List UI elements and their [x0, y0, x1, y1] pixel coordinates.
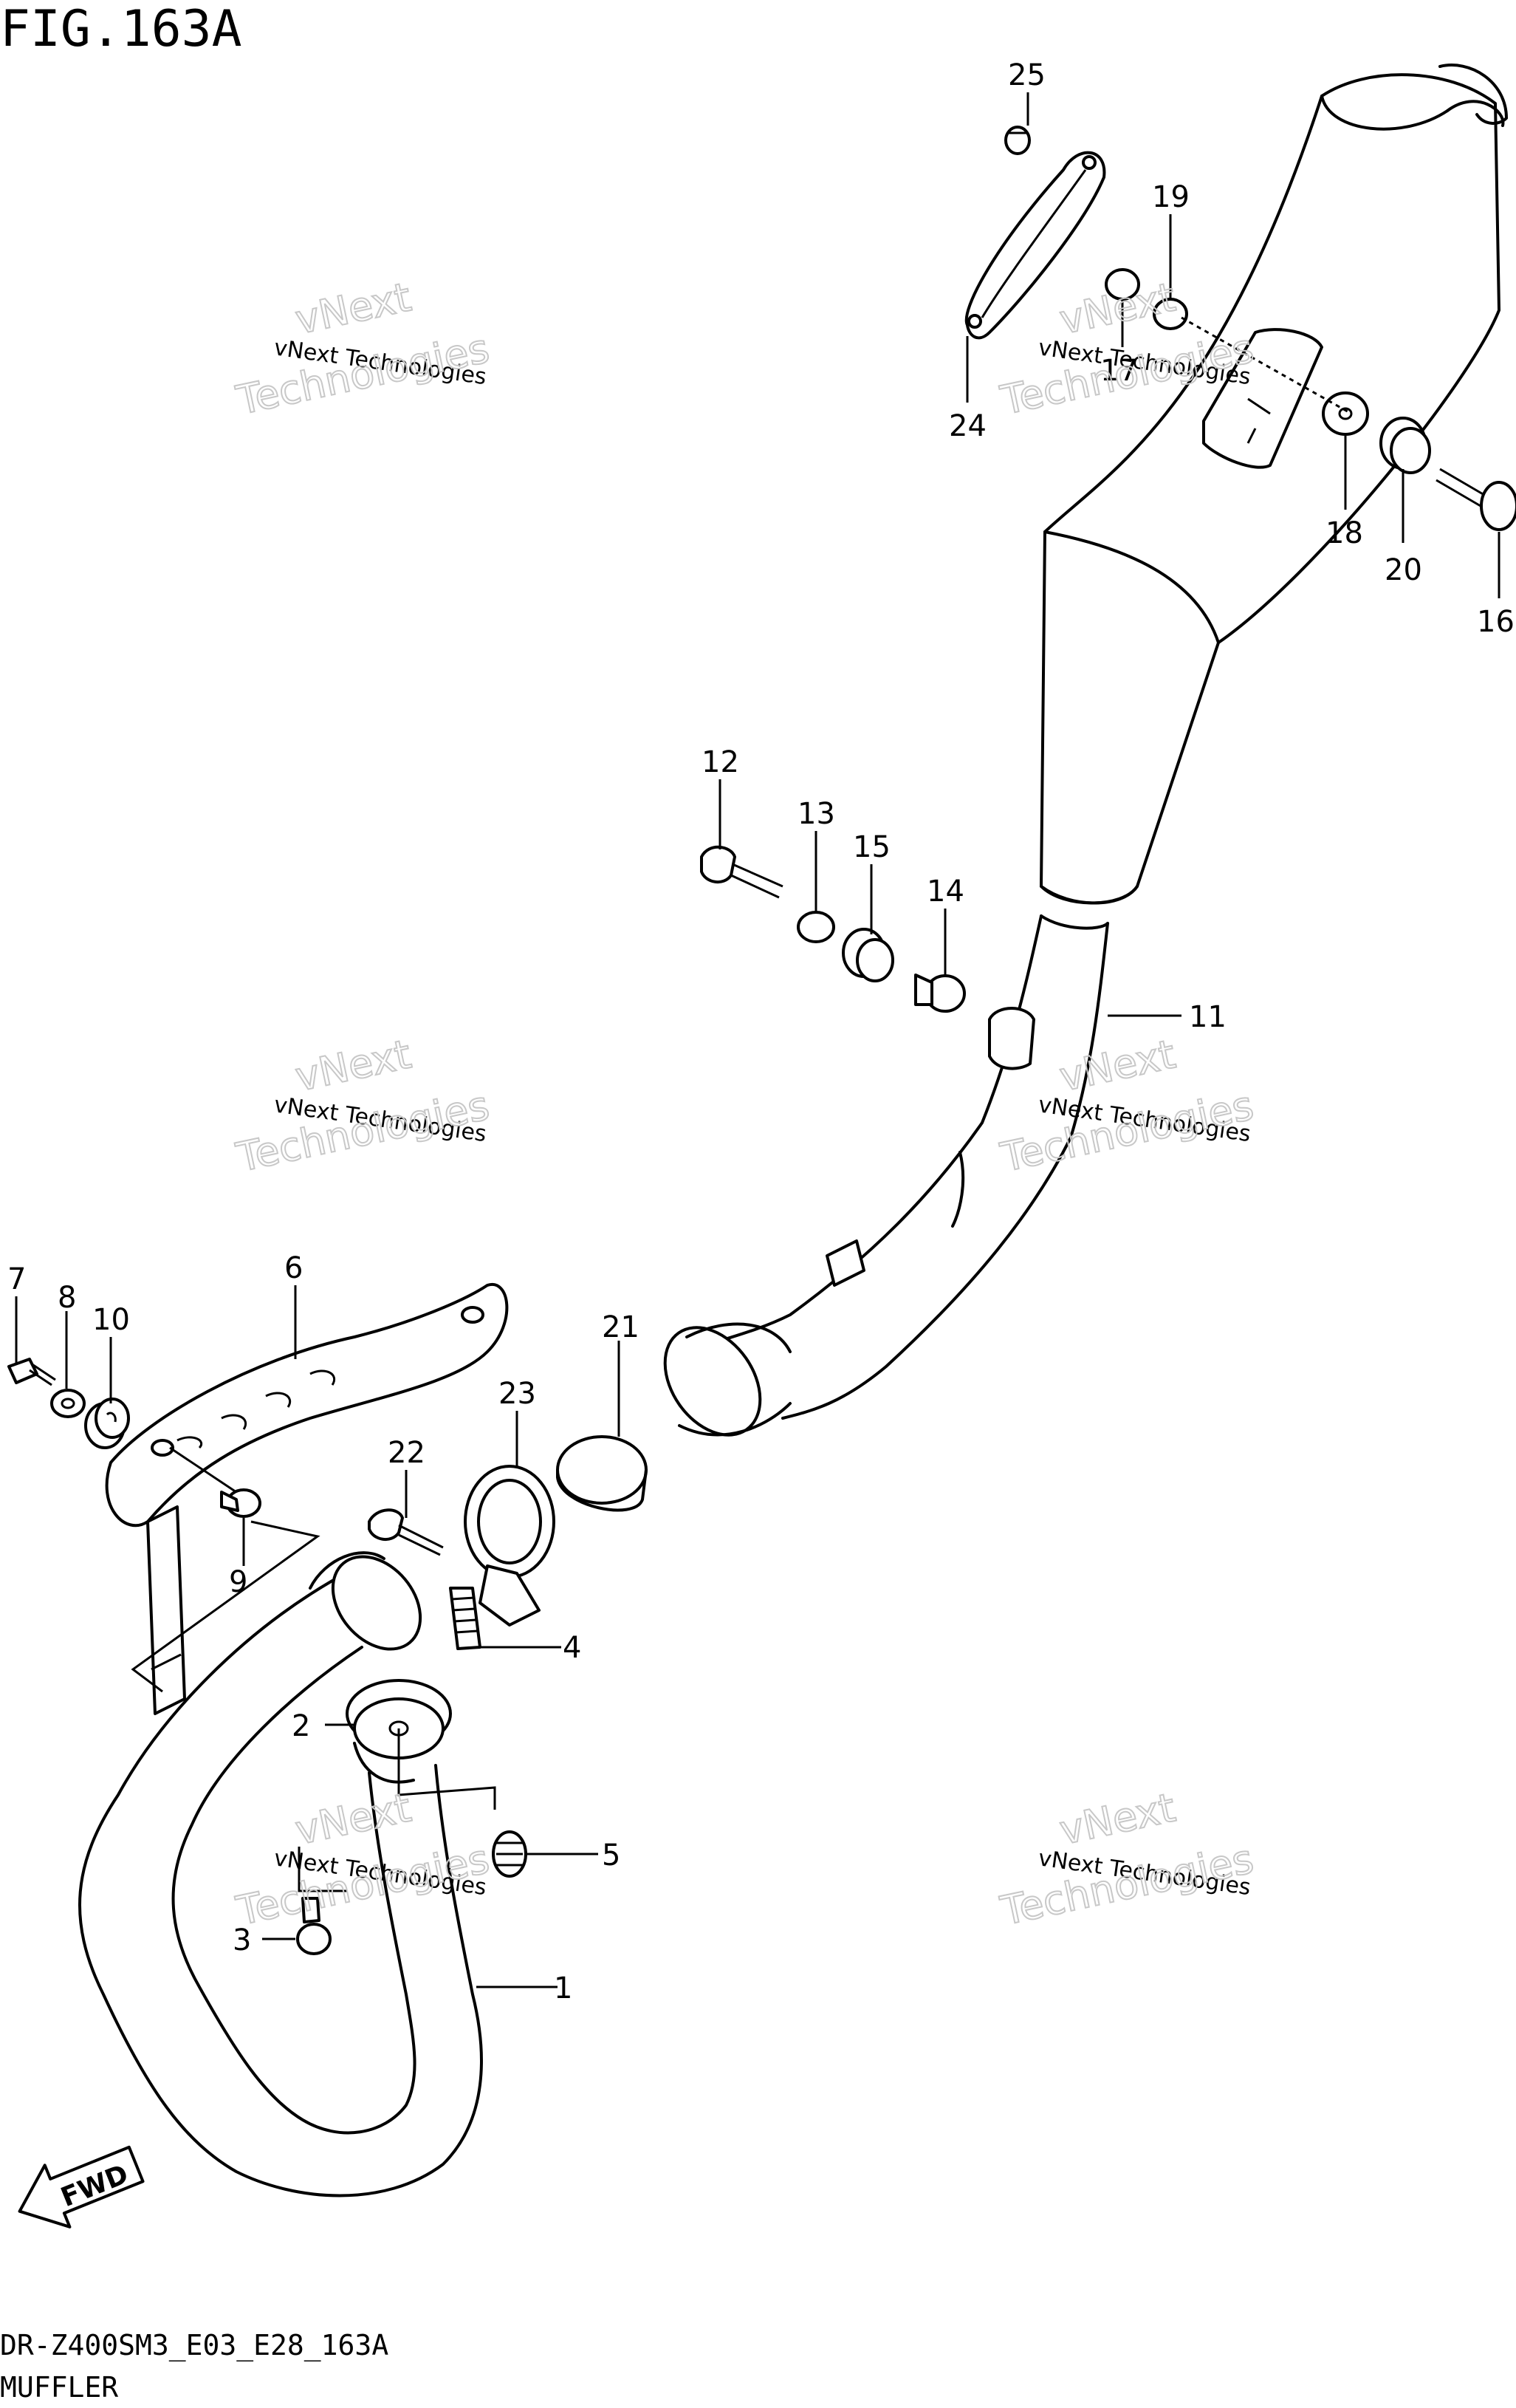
callout-22: 22: [388, 1436, 425, 1470]
callout-25: 25: [1008, 58, 1046, 92]
forward-direction-arrow: FWD: [18, 2145, 145, 2229]
watermark-outline: Technologies: [996, 1836, 1257, 1935]
callout-24: 24: [949, 409, 987, 443]
callout-10: 10: [92, 1303, 130, 1337]
grommet-10: [84, 1398, 130, 1449]
bolt-22: [368, 1508, 444, 1556]
watermark-outline: vNext: [1056, 273, 1179, 343]
callout-17: 17: [1100, 354, 1138, 388]
callout-3: 3: [233, 1923, 251, 1957]
section-name: MUFFLER: [0, 2371, 118, 2404]
mid-pipe: [663, 914, 1109, 1437]
watermark-outline: vNext: [292, 1784, 415, 1853]
callout-1: 1: [554, 1971, 572, 2005]
callout-18: 18: [1325, 516, 1363, 550]
header-pipe: [78, 1505, 496, 2197]
clamp-23: [464, 1465, 555, 1627]
watermark-outline: Technologies: [232, 1836, 493, 1935]
figure-title: FIG.163A: [0, 0, 242, 58]
callout-12: 12: [702, 745, 739, 779]
bolt-12: [700, 845, 783, 899]
callout-16: 16: [1477, 605, 1515, 639]
stud-4: [449, 1587, 481, 1650]
band-24: [964, 151, 1106, 340]
nut-5: [492, 1830, 527, 1878]
callout-11: 11: [1189, 1000, 1227, 1034]
callout-14: 14: [927, 875, 964, 909]
watermark-outline: vNext: [1056, 1030, 1179, 1100]
bolt-7: [7, 1358, 56, 1386]
collar-20: [1379, 417, 1431, 474]
bolt-16: [1436, 468, 1516, 531]
callout-19: 19: [1152, 180, 1190, 214]
callout-labels: 1 2 3 4 5 6 7 8 9 10 11 12 13 15 14 16 1…: [7, 58, 1515, 2005]
watermark-outline: Technologies: [232, 325, 493, 424]
callout-20: 20: [1385, 553, 1422, 587]
callout-4: 4: [563, 1631, 581, 1665]
callout-9: 9: [229, 1565, 247, 1599]
muffler-assembly: [1040, 64, 1508, 905]
collar-9: [220, 1488, 261, 1518]
callout-7: 7: [7, 1262, 26, 1296]
callout-6: 6: [284, 1251, 303, 1285]
watermark-outline: vNext: [292, 1030, 415, 1100]
leader-lines: [15, 92, 1500, 1988]
grommet-15: [842, 928, 894, 982]
nut-25: [1004, 126, 1031, 155]
callout-13: 13: [798, 797, 835, 831]
watermark-outline: Technologies: [232, 1082, 493, 1181]
washer-8: [50, 1389, 86, 1418]
watermark-outline: Technologies: [996, 1082, 1257, 1181]
callout-15: 15: [853, 830, 891, 864]
callout-5: 5: [602, 1839, 620, 1872]
callout-21: 21: [602, 1310, 639, 1344]
watermark-outline: vNext: [1056, 1784, 1179, 1853]
collar-14: [914, 974, 966, 1013]
callout-8: 8: [58, 1281, 76, 1315]
washer-18: [1322, 391, 1369, 436]
watermark-outline: vNext: [292, 273, 415, 343]
callout-23: 23: [498, 1377, 536, 1411]
model-code: DR-Z400SM3_E03_E28_163A: [0, 2329, 388, 2362]
bolt-3: [296, 1897, 332, 1955]
gasket-21: [556, 1435, 648, 1512]
callout-2: 2: [292, 1709, 310, 1743]
heat-shield: [105, 1282, 509, 1693]
washer-13: [797, 911, 835, 943]
